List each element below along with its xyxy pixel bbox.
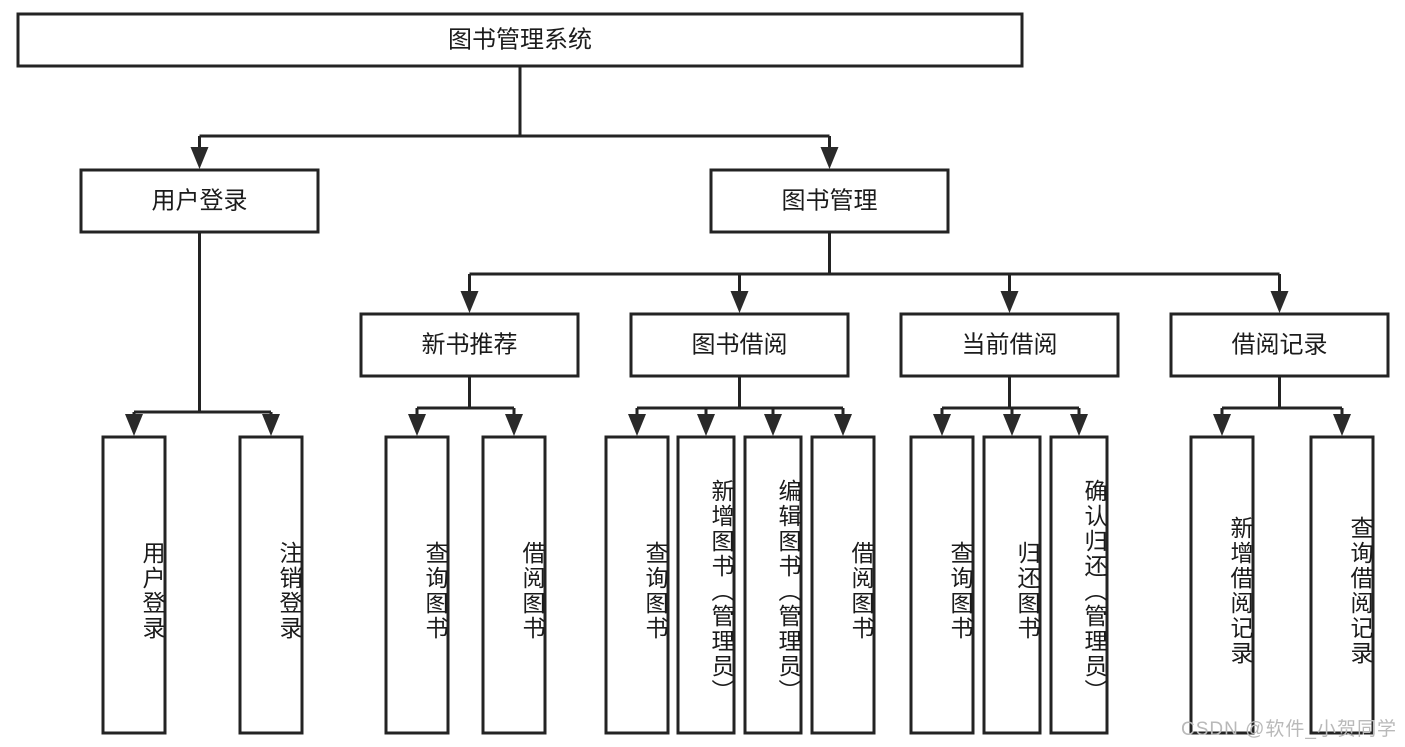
arrow-head-icon <box>505 414 523 436</box>
node-box-leaf-query-book-2[interactable] <box>604 435 670 735</box>
node-label-new-book-recommend: 新书推荐 <box>422 331 518 358</box>
arrow-head-icon <box>408 414 426 436</box>
arrow-head-icon <box>1270 291 1289 313</box>
node-label-current-borrow: 当前借阅 <box>962 331 1058 358</box>
node-box-leaf-borrow-book-1[interactable] <box>481 435 547 735</box>
watermark-text: CSDN @软件_小贺同学 <box>1181 719 1397 740</box>
node-label-book-borrow: 图书借阅 <box>692 331 788 358</box>
node-box-leaf-add-book[interactable] <box>676 435 736 735</box>
arrow-head-icon <box>933 414 951 436</box>
connectors-layer <box>125 66 1351 436</box>
node-box-leaf-query-book-1[interactable] <box>384 435 450 735</box>
boxes-layer <box>16 12 1390 735</box>
arrow-head-icon <box>1333 414 1351 436</box>
arrow-head-icon <box>628 414 646 436</box>
node-label-user-login: 用户登录 <box>152 187 248 214</box>
node-box-leaf-logout[interactable] <box>238 435 304 735</box>
node-box-user-login[interactable] <box>79 168 320 234</box>
node-box-leaf-confirm-return[interactable] <box>1049 435 1109 735</box>
arrow-head-icon <box>1070 414 1088 436</box>
arrow-head-icon <box>190 147 209 169</box>
node-label-book-manage: 图书管理 <box>782 187 878 214</box>
node-box-leaf-return-book[interactable] <box>982 435 1042 735</box>
arrow-head-icon <box>1000 291 1019 313</box>
node-box-leaf-borrow-book-2[interactable] <box>810 435 876 735</box>
arrow-head-icon <box>834 414 852 436</box>
arrow-head-icon <box>262 414 280 436</box>
arrow-head-icon <box>697 414 715 436</box>
arrow-head-icon <box>460 291 479 313</box>
node-label-borrow-record: 借阅记录 <box>1232 331 1328 358</box>
node-box-leaf-query-record[interactable] <box>1309 435 1375 735</box>
node-box-leaf-query-book-3[interactable] <box>909 435 975 735</box>
node-box-new-book-recommend[interactable] <box>359 312 580 378</box>
node-box-borrow-record[interactable] <box>1169 312 1390 378</box>
node-box-book-manage[interactable] <box>709 168 950 234</box>
node-box-leaf-user-login[interactable] <box>101 435 167 735</box>
node-label-root: 图书管理系统 <box>448 26 592 53</box>
arrow-head-icon <box>764 414 782 436</box>
arrow-head-icon <box>125 414 143 436</box>
node-box-leaf-edit-book[interactable] <box>743 435 803 735</box>
arrow-head-icon <box>820 147 839 169</box>
node-box-book-borrow[interactable] <box>629 312 850 378</box>
arrow-head-icon <box>1003 414 1021 436</box>
arrow-head-icon <box>1213 414 1231 436</box>
arrow-head-icon <box>730 291 749 313</box>
node-box-leaf-add-record[interactable] <box>1189 435 1255 735</box>
node-box-current-borrow[interactable] <box>899 312 1120 378</box>
node-box-root[interactable] <box>16 12 1024 68</box>
